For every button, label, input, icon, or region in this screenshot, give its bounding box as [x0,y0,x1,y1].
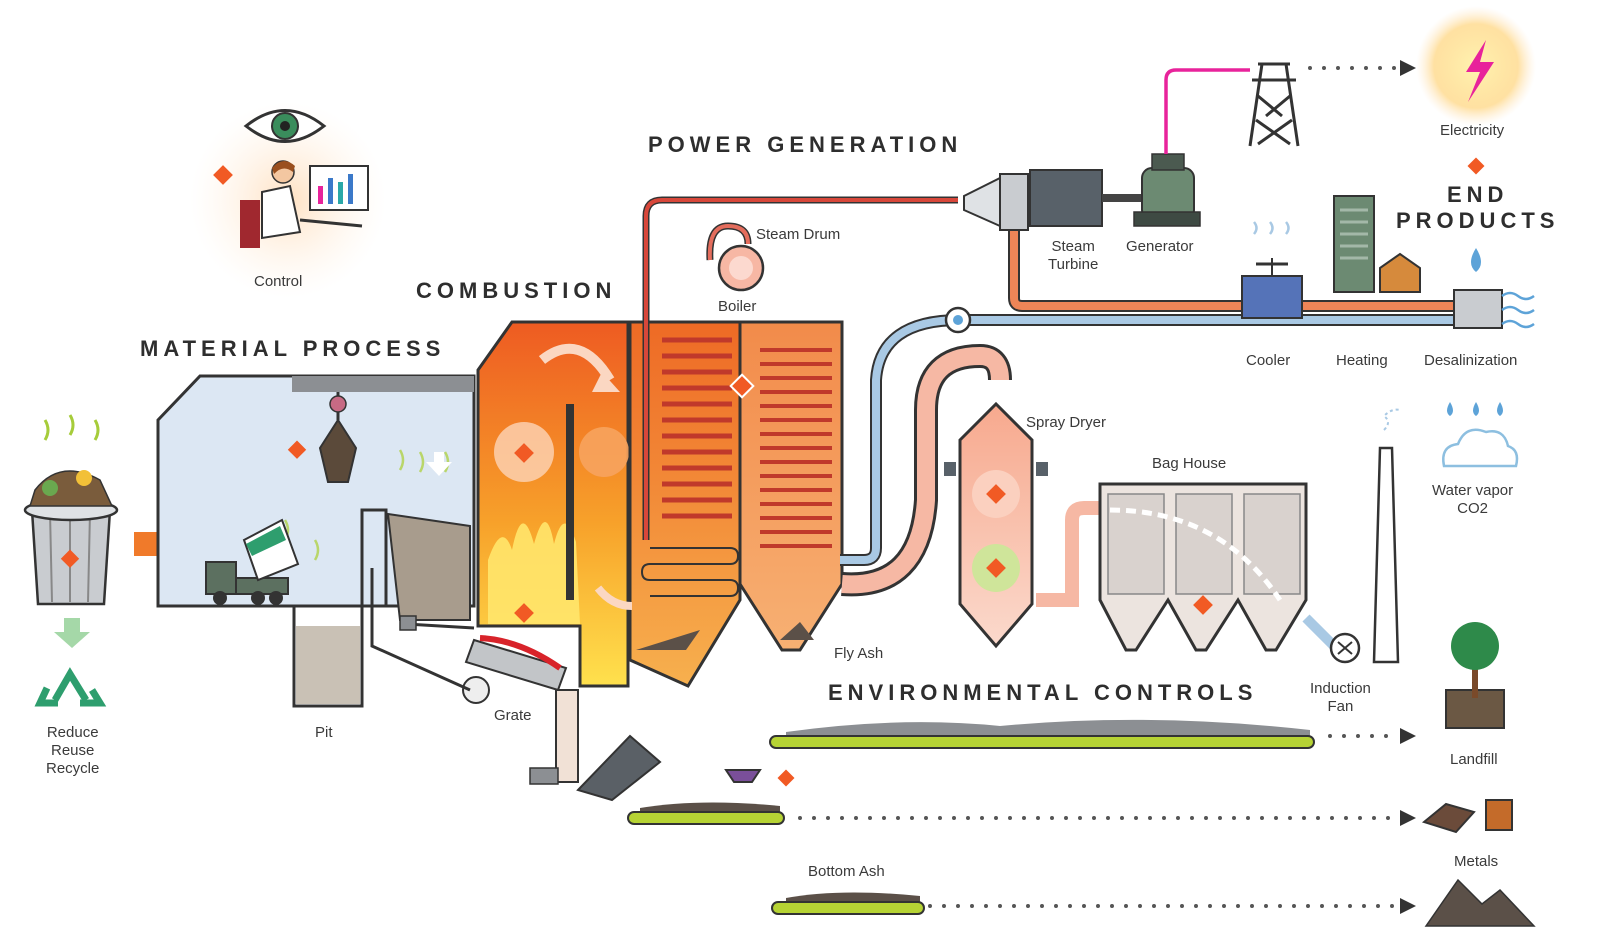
end-products-diamond [1467,157,1485,175]
tree-icon [1445,622,1505,729]
transmission-tower-icon [1248,62,1300,147]
label-grate: Grate [494,707,532,724]
control-station [190,102,386,298]
label-pit: Pit [315,724,333,741]
label-steam-turbine-2: Turbine [1048,256,1099,273]
label-landfill: Landfill [1450,751,1498,768]
label-desalinization: Desalinization [1424,352,1518,369]
dryer-to-baghouse-duct [1036,501,1110,607]
magnet-diamond [777,769,795,787]
label-reduce: Reduce [46,724,99,741]
label-fly-ash: Fly Ash [834,645,884,662]
label-recycle-group: Reduce Reuse Recycle [46,724,99,778]
combustion-chamber [476,320,630,688]
power-line [1164,68,1250,154]
steam-pipe [642,196,1468,540]
label-heating: Heating [1336,352,1388,369]
bag-house [1098,482,1308,652]
label-steam-turbine: Steam Turbine [1048,238,1098,274]
section-material-process: MATERIAL PROCESS [140,336,446,361]
section-end-products: END PRODUCTS [1396,182,1559,234]
section-combustion: COMBUSTION [416,278,617,303]
label-induction-fan-1: Induction [1310,680,1371,697]
label-recycle: Recycle [46,760,100,777]
conveyor-bottom-ash [771,892,925,915]
label-generator: Generator [1126,238,1194,255]
stack [1372,408,1401,664]
induction-fan [1302,614,1361,664]
water-drop-icon [1471,248,1481,272]
flue-duct [841,343,1012,597]
grate [370,568,568,704]
label-spray-dryer: Spray Dryer [1026,414,1107,431]
down-arrow-icon [54,618,90,648]
label-induction-fan-2: Fan [1327,698,1354,715]
section-environmental-controls: ENVIRONMENTAL CONTROLS [828,680,1258,705]
ash-chute [529,689,662,802]
label-metals: Metals [1454,853,1499,870]
cooler [1241,221,1303,319]
heating-buildings [1333,195,1421,293]
label-control: Control [254,273,303,290]
label-co2: CO2 [1457,500,1488,517]
steam-turbine [963,169,1142,231]
boiler-section [729,320,844,652]
label-reuse: Reuse [51,742,95,759]
eye-icon [243,109,327,143]
furnace-second-pass [594,320,742,688]
electricity-glow [1416,6,1536,126]
label-steam-turbine-1: Steam [1051,238,1095,255]
label-boiler: Boiler [718,298,757,315]
desalinization-unit [1453,248,1535,329]
label-water-vapor: Water vapor CO2 [1432,482,1513,518]
label-bag-house: Bag House [1152,455,1227,472]
conveyor-fly-ash [769,719,1315,749]
spray-dryer [944,401,1048,649]
label-steam-drum: Steam Drum [756,226,841,243]
trash-can [23,414,119,606]
end-products-line-2: PRODUCTS [1396,208,1560,233]
section-power-generation: POWER GENERATION [648,132,963,157]
water-pipe [840,306,1476,566]
steam-drum [717,244,765,292]
metals-icon [1421,799,1513,834]
label-induction-fan: Induction Fan [1310,680,1371,716]
label-electricity: Electricity [1440,122,1505,139]
dotted-flow-lines [798,66,1402,908]
cloud-icon [1442,402,1519,468]
generator [1133,153,1201,227]
recycle-icon [34,667,107,707]
flow-arrowheads [1400,60,1416,914]
lightning-icon [1466,40,1494,102]
end-products-line-1: END [1447,182,1509,207]
conveyor-metals [627,769,795,825]
label-bottom-ash: Bottom Ash [808,863,885,880]
label-water-vapor-1: Water vapor [1432,482,1514,499]
waste-pit [292,508,471,708]
bottom-ash-pile-icon [1424,878,1536,927]
label-cooler: Cooler [1246,352,1291,369]
